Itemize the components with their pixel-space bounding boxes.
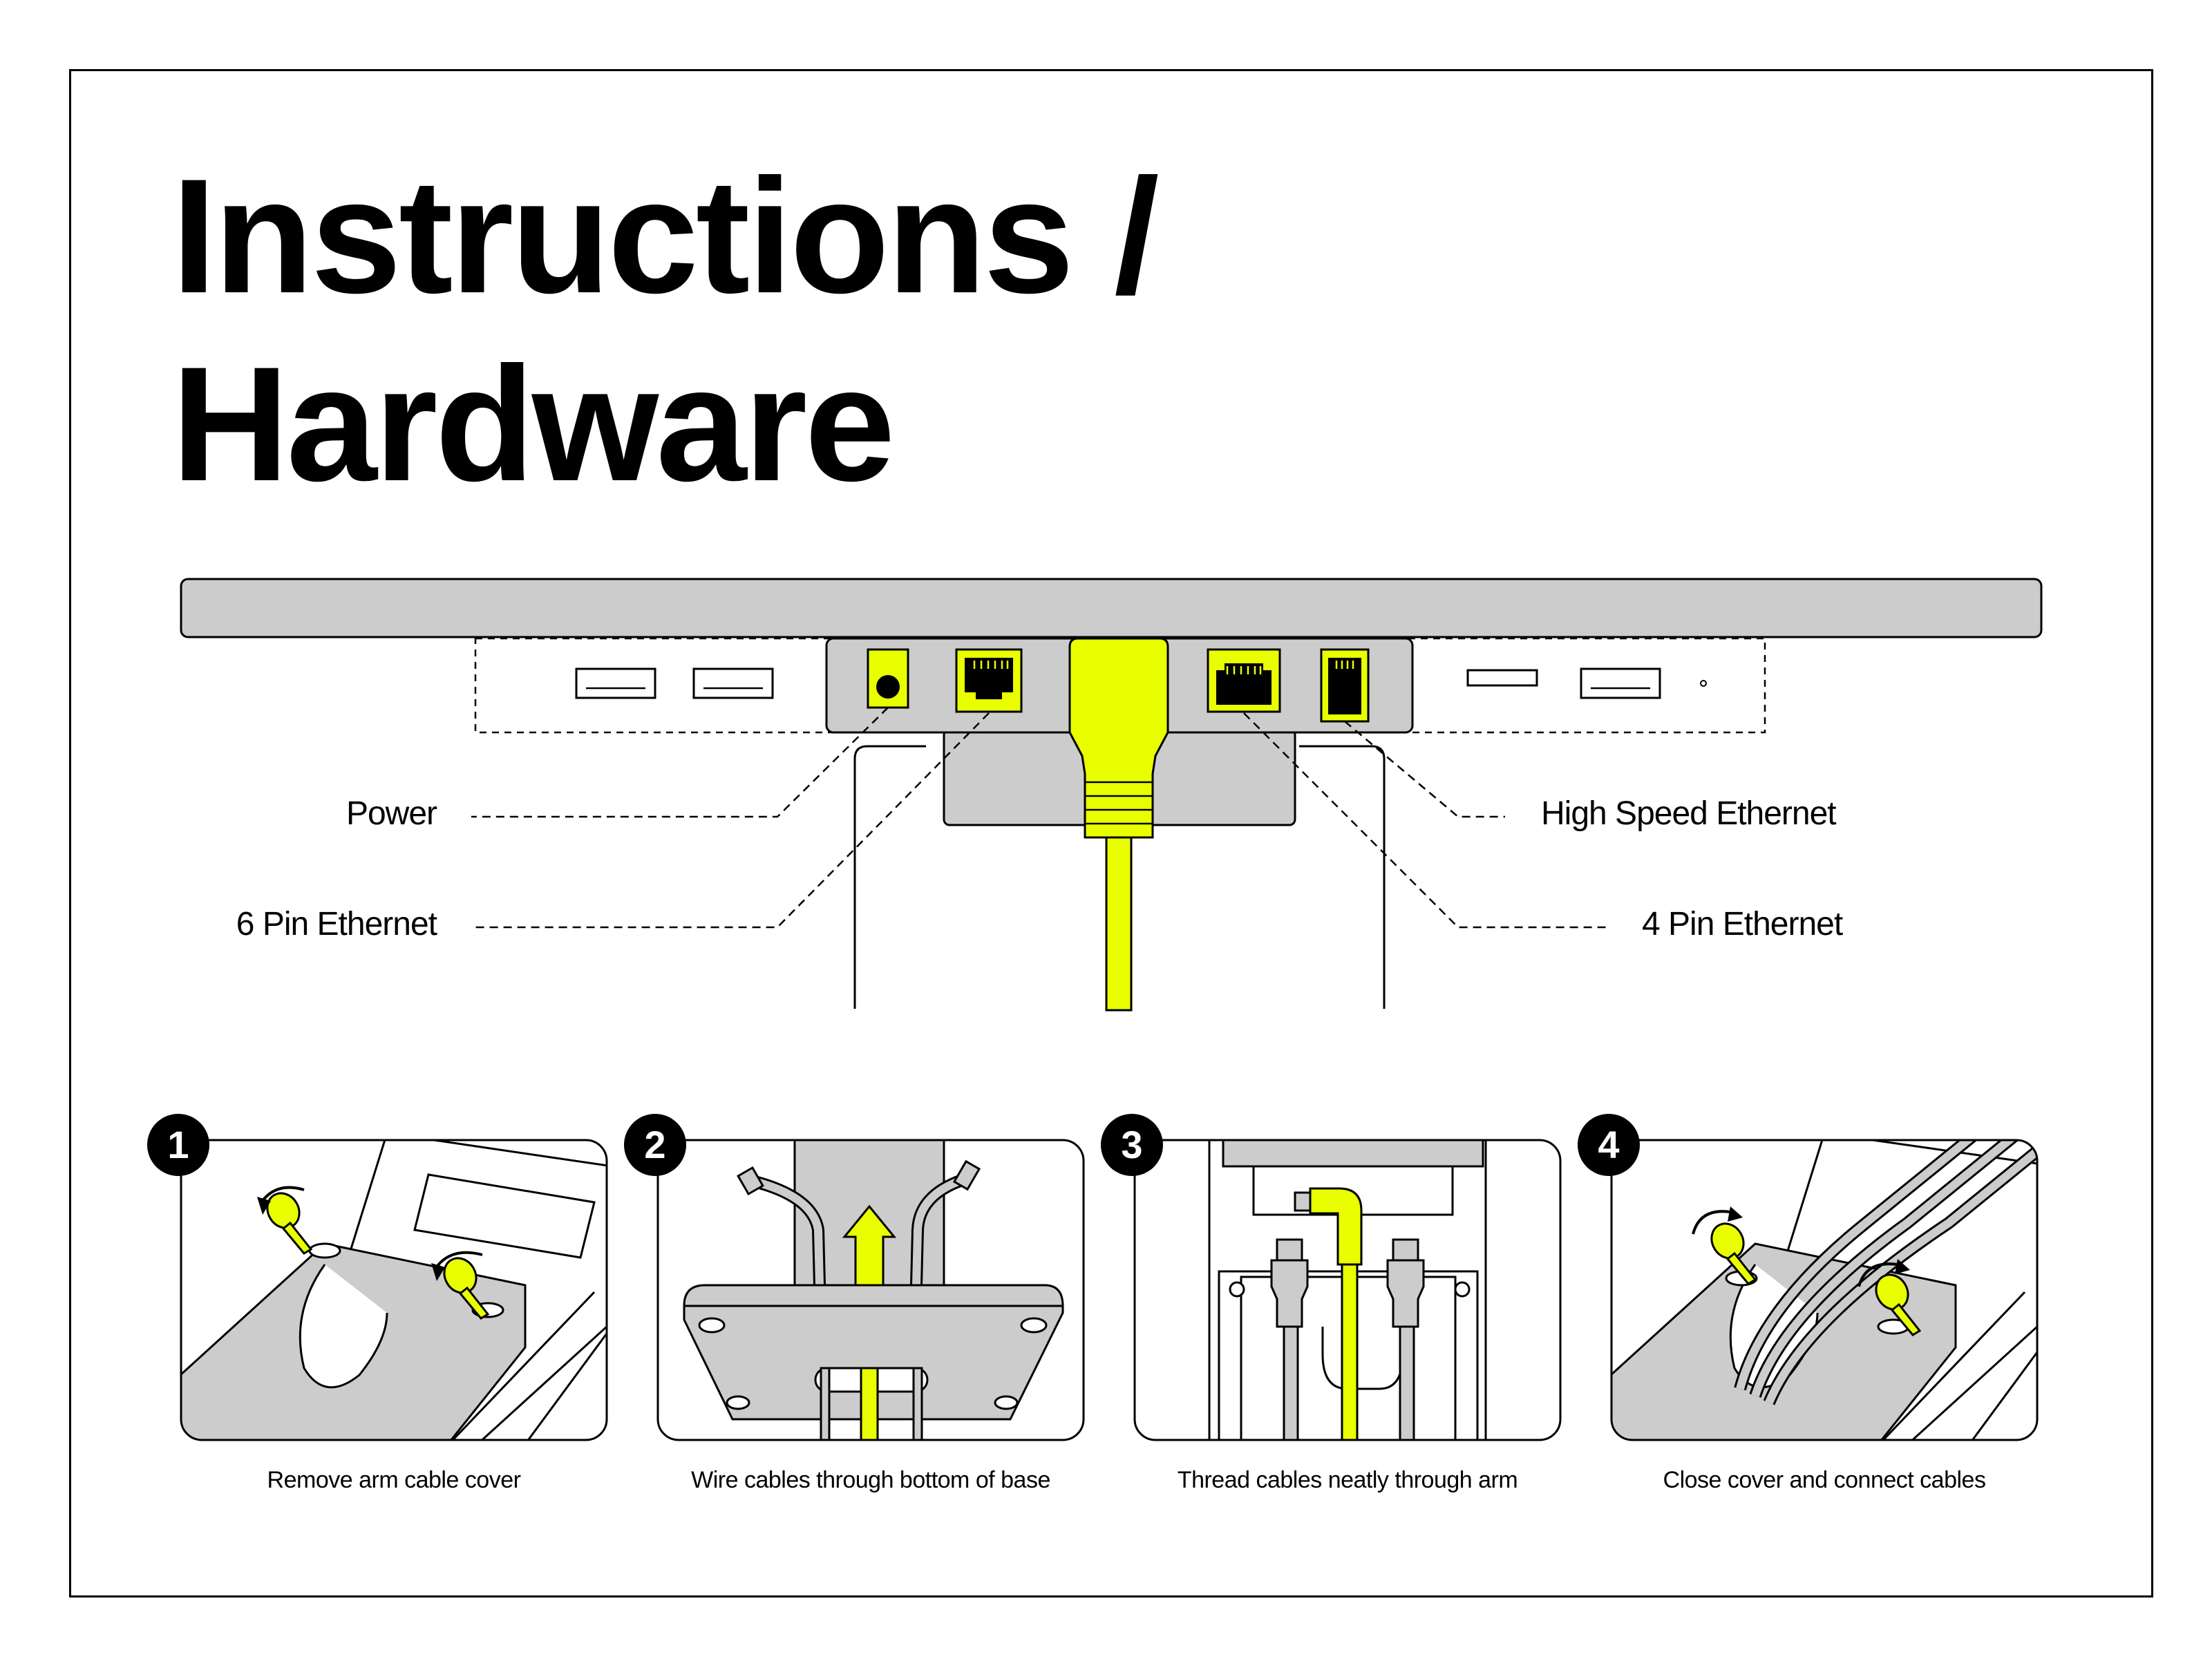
screw-icon [266,1192,490,1320]
step-4-badge: 4 [1578,1114,1640,1176]
usb-port-right [1580,667,1661,699]
six-pin-ethernet-label: 6 Pin Ethernet [236,906,437,942]
step-3-caption: Thread cables neatly through arm [1177,1467,1518,1493]
step-2-caption: Wire cables through bottom of base [691,1467,1050,1493]
step-3-badge: 3 [1101,1114,1163,1176]
leader-lines [471,707,1610,929]
usb-port-left-1 [575,667,656,699]
step-2-badge: 2 [624,1114,686,1176]
step-1-illustration [180,1139,608,1441]
step-2-illustration [656,1139,1085,1441]
screw-icon-step4 [1710,1222,1922,1336]
four-pin-ethernet-label: 4 Pin Ethernet [1642,906,1843,942]
indicator-light [1700,680,1707,687]
power-label: Power [346,795,437,832]
monitor-bar [180,578,2043,638]
four-pin-ethernet-port [1320,648,1370,723]
step-4-caption: Close cover and connect cables [1663,1467,1986,1493]
rotate-arrow-icon [260,1186,483,1270]
title-line-2: Hardware [171,333,896,515]
slot-port-right [1466,669,1538,687]
step-4-illustration [1610,1139,2039,1441]
title-line-1: Instructions / [171,145,1160,328]
power-port [867,648,909,709]
rotate-arrow-icon-step4 [1692,1210,1898,1287]
six-pin-ethernet-port [955,648,1023,713]
usb-port-left-2 [692,667,774,699]
step-1-badge: 1 [147,1114,209,1176]
step-3-illustration [1133,1139,1562,1441]
high-speed-ethernet-port [1207,648,1281,713]
main-cable [1068,637,1169,1012]
high-speed-ethernet-label: High Speed Ethernet [1541,795,1837,832]
poster-frame [69,69,2153,1598]
step-1-caption: Remove arm cable cover [267,1467,521,1493]
page-title: Instructions / Hardware [171,142,1160,518]
